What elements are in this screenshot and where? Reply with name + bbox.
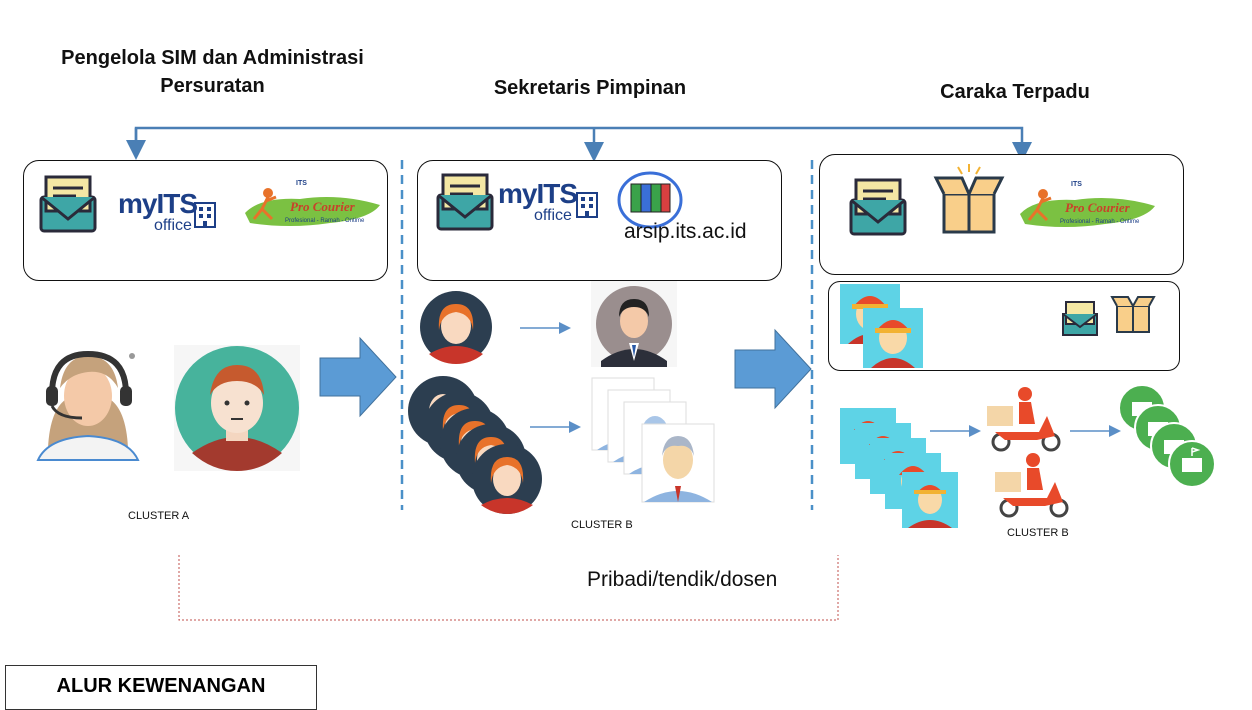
scooter-courier-icon xyxy=(995,453,1069,518)
woman-avatar-stack xyxy=(408,376,542,514)
building-icon xyxy=(576,192,598,218)
arsip-url-label: arsip.its.ac.id xyxy=(624,220,747,243)
pro-courier-logo: ITS Pro Courier Profesional - Ramah - On… xyxy=(1020,181,1155,227)
heading-pengelola-line1: Pengelola SIM dan Administrasi xyxy=(61,47,364,69)
courier-top-text: ITS xyxy=(296,180,307,187)
myits-office-text: office xyxy=(534,207,572,224)
scooter-courier-icon xyxy=(987,387,1061,452)
pro-courier-logo: ITS Pro Courier Profesional - Ramah - On… xyxy=(245,180,380,226)
scope-label: Pribadi/tendik/dosen xyxy=(587,568,778,591)
myits-office-logo: myITS office xyxy=(498,178,578,224)
myits-office-logo: myITS office xyxy=(118,188,198,234)
heading-pengelola-line2: Persuratan xyxy=(160,75,265,97)
cluster-a-label: CLUSTER A xyxy=(128,510,190,522)
myits-logo-text: myITS xyxy=(498,178,578,209)
courier-tagline-text: Profesional - Ramah - Ontime xyxy=(285,218,365,224)
unit-building-stack xyxy=(1118,384,1216,488)
myits-office-text: office xyxy=(154,217,192,234)
myits-logo-text: myITS xyxy=(118,188,198,219)
mail-icon xyxy=(1062,301,1098,336)
heading-pengelola: Pengelola SIM dan Administrasi Persurata… xyxy=(40,44,385,100)
courier-name-text: Pro Courier xyxy=(1065,200,1131,215)
woman-avatar-icon xyxy=(420,291,492,364)
man-avatar-icon xyxy=(174,345,300,471)
package-box-icon xyxy=(933,164,1005,234)
cluster-b-label: CLUSTER B xyxy=(571,519,633,531)
mail-icon xyxy=(436,173,494,231)
courier-tagline-text: Profesional - Ramah - Ontime xyxy=(1060,219,1140,225)
building-location-icon xyxy=(1168,440,1216,488)
mail-icon xyxy=(39,175,97,233)
operator-headset-icon xyxy=(36,350,140,461)
woman-avatar-icon xyxy=(472,444,542,514)
alur-kewenangan-title: ALUR KEWENANGAN xyxy=(5,665,317,710)
heading-caraka: Caraka Terpadu xyxy=(940,81,1090,103)
businessman-avatar-icon xyxy=(591,281,677,367)
heading-sekretaris: Sekretaris Pimpinan xyxy=(493,77,687,99)
courier-avatar-icon xyxy=(863,308,923,368)
binder-archive-icon xyxy=(617,171,683,229)
package-box-icon xyxy=(1110,296,1156,333)
flow-arrow-b-to-c xyxy=(734,328,812,410)
courier-avatar-icon xyxy=(902,472,958,528)
courier-top-text: ITS xyxy=(1071,181,1082,188)
elder-avatar-stack xyxy=(591,377,715,503)
elder-avatar-icon xyxy=(641,423,715,503)
flow-arrow-a-to-b xyxy=(319,336,397,418)
building-icon xyxy=(194,202,216,228)
courier-avatar-stack xyxy=(840,408,958,528)
cluster-c-label: CLUSTER B xyxy=(1007,527,1069,539)
mail-icon xyxy=(849,178,907,236)
courier-name-text: Pro Courier xyxy=(290,199,356,214)
